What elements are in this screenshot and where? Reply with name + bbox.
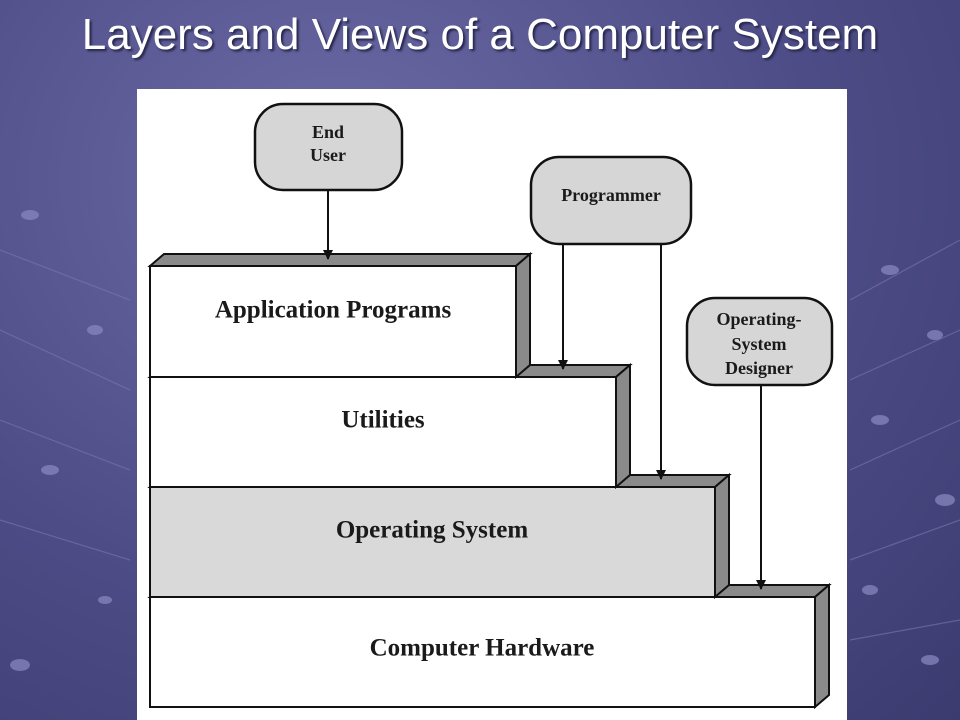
layer-utilities: Utilities bbox=[147, 362, 633, 490]
actor-programmer-label: Programmer bbox=[561, 185, 661, 205]
arrows bbox=[323, 190, 766, 590]
layer-operating-system: Operating System bbox=[147, 472, 732, 600]
actor-end-user-line-2: User bbox=[310, 145, 346, 165]
layer-computer-hardware: Computer Hardware bbox=[147, 582, 832, 710]
actor-os-designer-line-3: Designer bbox=[725, 358, 793, 378]
actor-end-user: End User bbox=[253, 102, 404, 192]
layer-label-operating-system: Operating System bbox=[336, 517, 529, 544]
layer-label-computer-hardware: Computer Hardware bbox=[370, 635, 595, 662]
actor-os-designer-line-2: System bbox=[732, 334, 787, 354]
layers-diagram: Computer Hardware Operating System Utili… bbox=[147, 102, 834, 710]
actor-os-designer-line-1: Operating- bbox=[717, 309, 802, 329]
layer-application-programs: Application Programs bbox=[147, 251, 533, 380]
layer-label-application-programs: Application Programs bbox=[215, 297, 452, 324]
slide-title: Layers and Views of a Computer System bbox=[81, 10, 879, 59]
diagram-panel: Computer Hardware Operating System Utili… bbox=[137, 89, 847, 720]
actor-os-designer: Operating- System Designer bbox=[685, 296, 834, 387]
actor-end-user-line-1: End bbox=[312, 122, 344, 142]
layer-label-utilities: Utilities bbox=[341, 407, 425, 434]
actor-programmer: Programmer bbox=[529, 155, 693, 246]
